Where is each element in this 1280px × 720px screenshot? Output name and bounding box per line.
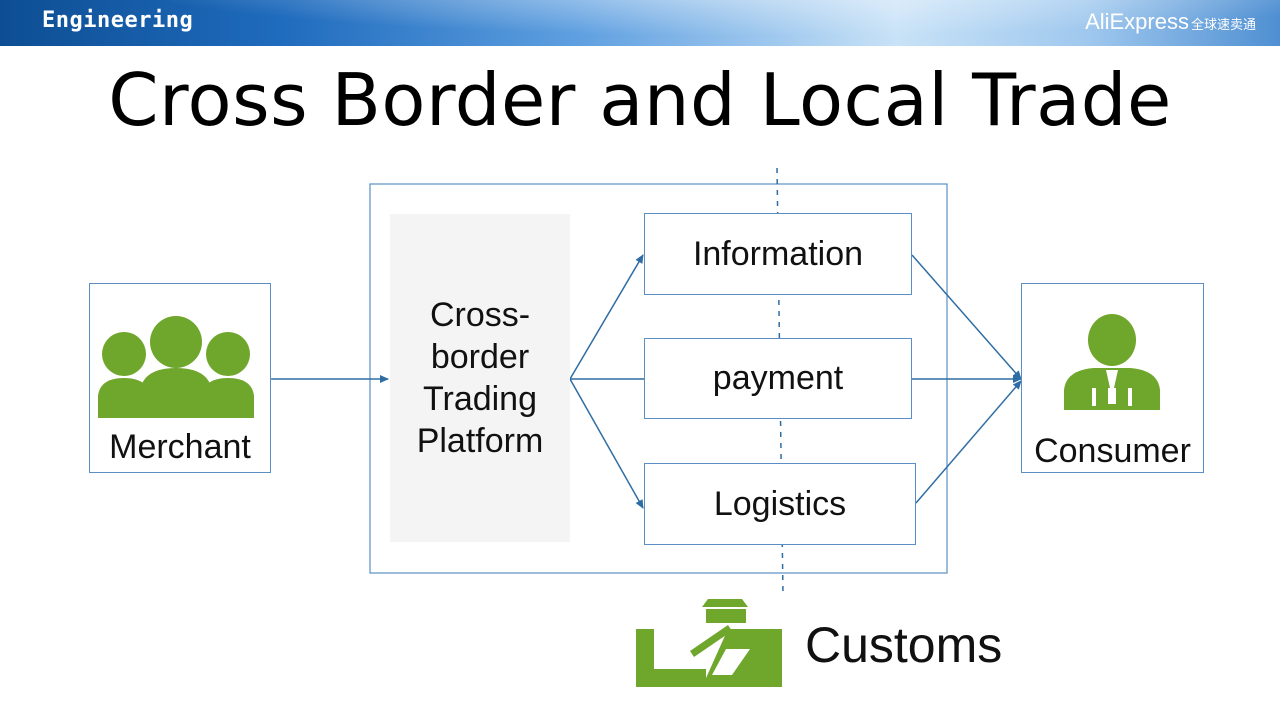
platform-logistics-arrow bbox=[569, 378, 644, 509]
brand-subtitle: 全球速卖通 bbox=[1190, 17, 1256, 32]
platform-line: Platform bbox=[416, 422, 544, 460]
merchant-group-icon bbox=[98, 316, 254, 418]
brand-name: AliExpress bbox=[1085, 9, 1189, 34]
platform-box: Cross- border Trading Platform bbox=[390, 214, 570, 542]
information-label: Information bbox=[692, 234, 864, 273]
platform-line: Trading bbox=[422, 380, 538, 418]
logistics-box: Logistics bbox=[644, 463, 916, 545]
platform-line: border bbox=[430, 338, 530, 376]
payment-box: payment bbox=[644, 338, 912, 419]
logistics-label: Logistics bbox=[713, 484, 847, 523]
category-label: Engineering bbox=[42, 8, 194, 33]
customs-officer-icon bbox=[636, 599, 782, 687]
platform-information-arrow bbox=[569, 254, 644, 380]
merchant-label: Merchant bbox=[109, 428, 251, 466]
customs-label: Customs bbox=[805, 617, 1003, 673]
merchant-box: Merchant bbox=[89, 283, 271, 473]
logistics-consumer-arrow bbox=[915, 380, 1022, 504]
information-box: Information bbox=[644, 213, 912, 295]
consumer-label: Consumer bbox=[1034, 432, 1191, 470]
consumer-person-icon bbox=[1064, 314, 1160, 410]
slide-title: Cross Border and Local Trade bbox=[108, 58, 1172, 142]
consumer-box: Consumer bbox=[1021, 283, 1204, 473]
information-consumer-arrow bbox=[911, 254, 1022, 380]
payment-label: payment bbox=[712, 359, 844, 397]
platform-line: Cross- bbox=[429, 296, 531, 334]
